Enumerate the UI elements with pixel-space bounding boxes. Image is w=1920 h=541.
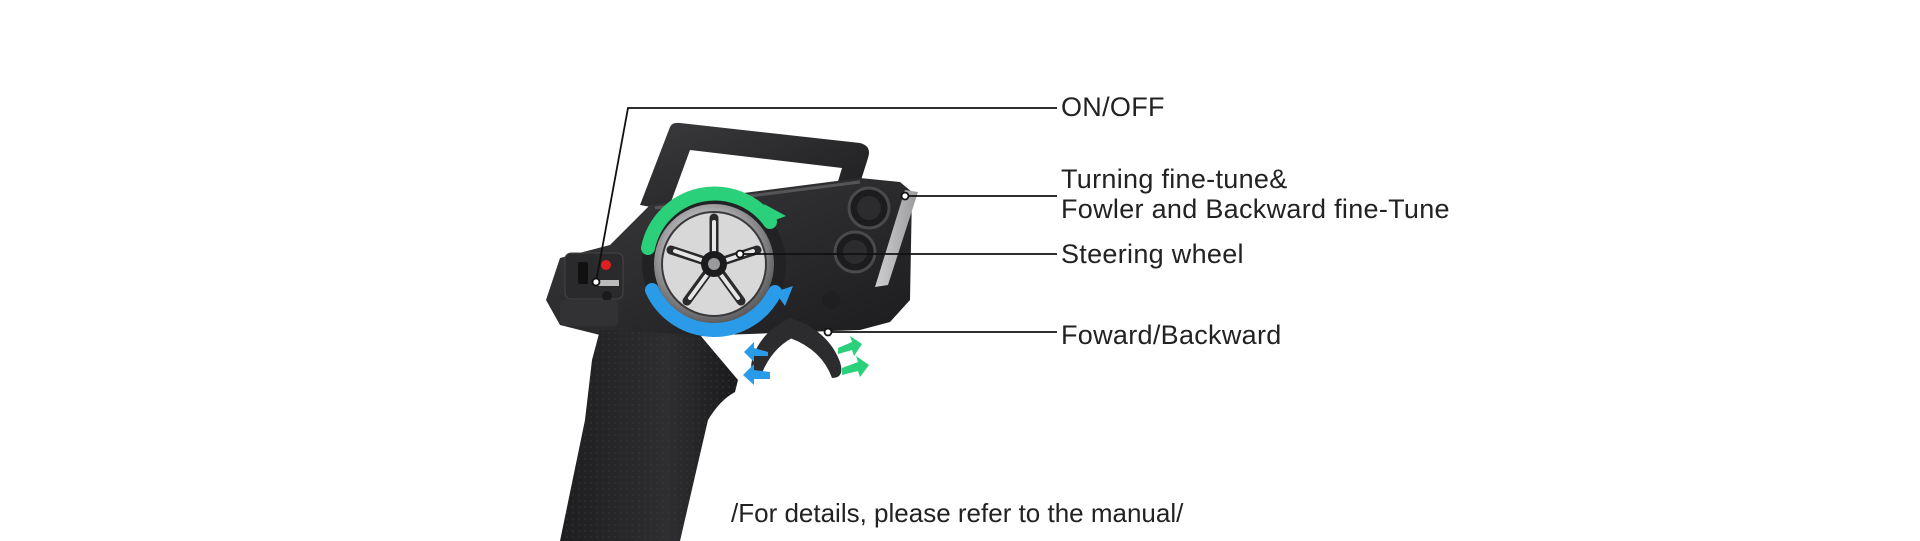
manual-footnote: /For details, please refer to the manual… [731, 498, 1184, 528]
callout-trim-line2: Fowler and Backward fine-Tune [1061, 194, 1450, 224]
callout-throttle: Foward/Backward [1061, 320, 1282, 350]
power-switch-panel [560, 252, 624, 326]
steering-wheel [642, 192, 786, 336]
carry-handle [640, 122, 869, 215]
callout-trim: Turning fine-tune& Fowler and Backward f… [1061, 164, 1450, 224]
trim-knobs [822, 186, 891, 309]
callout-steering-wheel: Steering wheel [1061, 239, 1244, 269]
throttle-direction-arrows [743, 336, 869, 385]
steering-direction-arrows [641, 186, 793, 337]
callout-line-on-off [595, 107, 1057, 283]
power-led [601, 260, 611, 270]
callout-lines [591, 107, 1057, 337]
pistol-grip [560, 330, 738, 541]
callout-trim-line1: Turning fine-tune& [1061, 164, 1288, 194]
throttle-trigger [751, 318, 842, 379]
callout-on-off: ON/OFF [1061, 92, 1165, 122]
